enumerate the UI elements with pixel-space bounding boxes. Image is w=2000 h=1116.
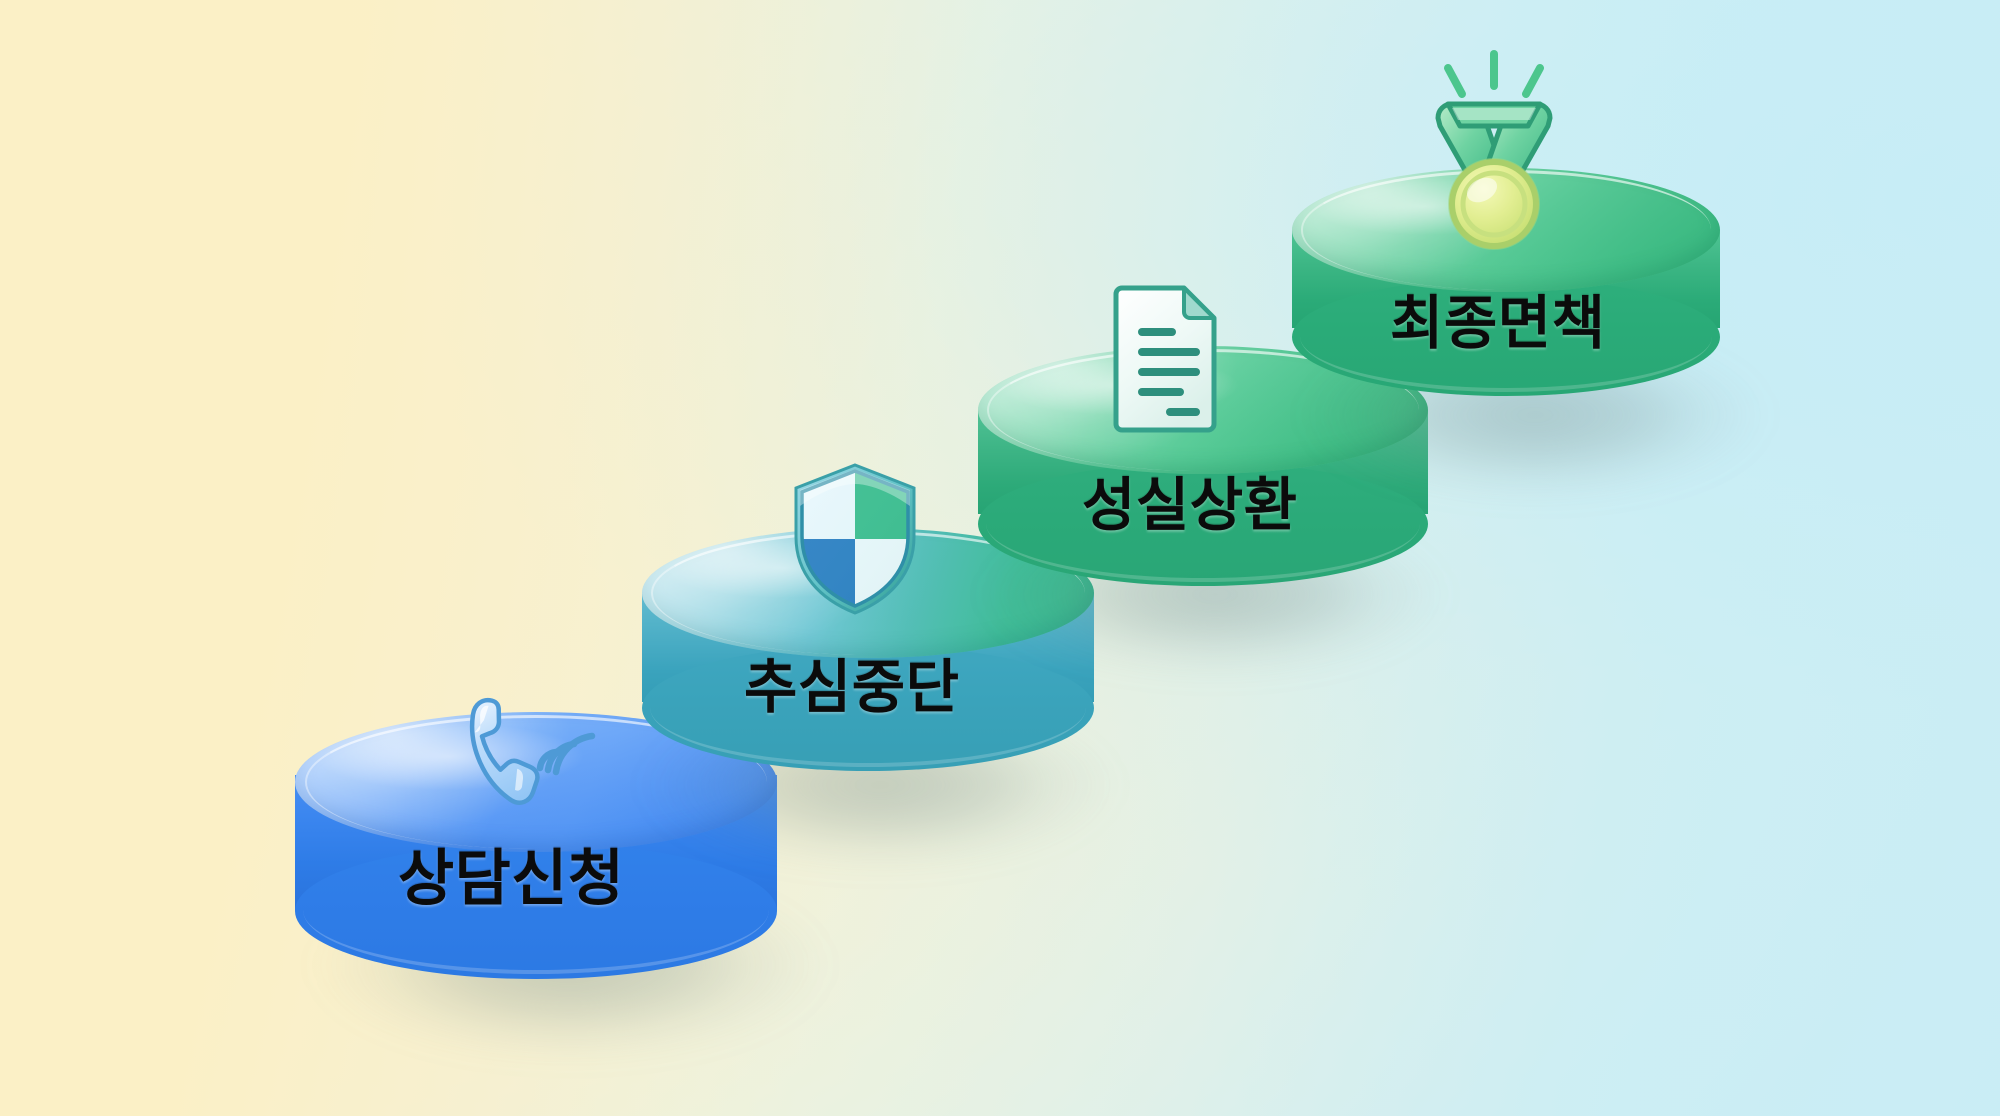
step-1-label: 상담신청 [398, 844, 625, 912]
step-4-top-rim [1300, 170, 1712, 290]
step-1-bottom-rim-highlight [303, 846, 769, 974]
step-2-label: 추심중단 [744, 655, 960, 720]
step-3-label: 성실상환 [1082, 473, 1298, 538]
step-4-cylinder-top [1292, 168, 1720, 292]
step-4-label: 최종면책 [1390, 291, 1606, 356]
step-2-bottom-rim-highlight [650, 648, 1086, 767]
step-3-bottom-rim-highlight [986, 465, 1420, 582]
step-4-bottom-rim-highlight [1300, 281, 1712, 392]
